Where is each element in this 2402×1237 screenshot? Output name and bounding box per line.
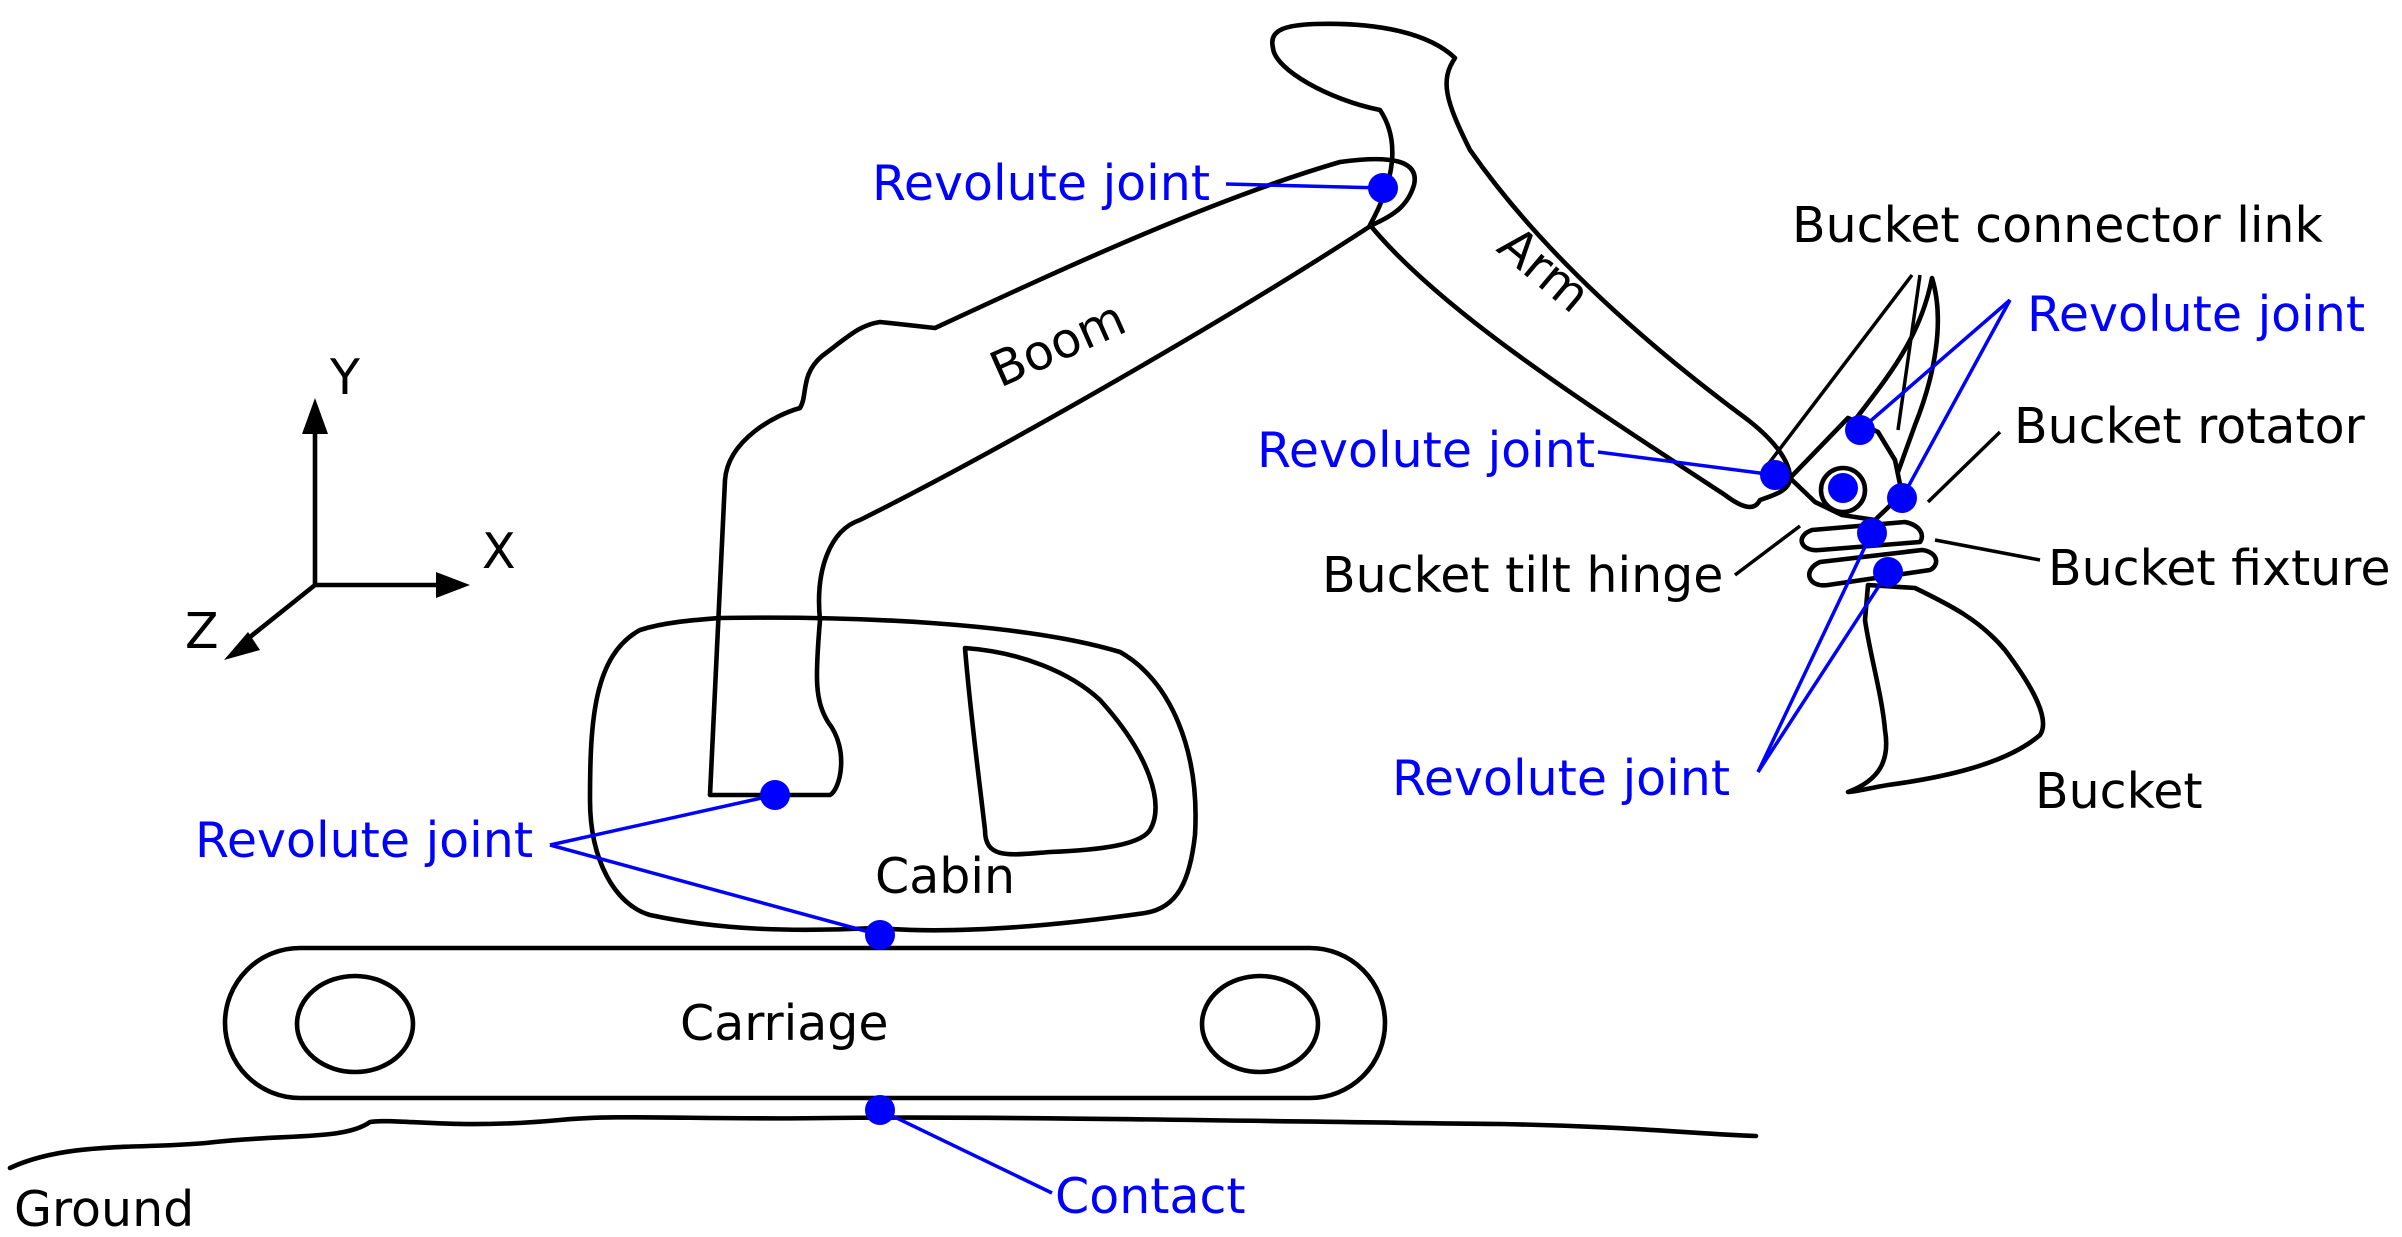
label-carriage: Carriage <box>680 995 889 1052</box>
coordinate-axes: Y X Z <box>185 349 516 660</box>
arm <box>1270 21 1793 510</box>
label-bucket-tilt-hinge: Bucket tilt hinge <box>1322 547 1723 604</box>
label-joint-connector: Revolute joint <box>2027 286 2365 343</box>
joints <box>760 173 1917 1125</box>
joint-hinge <box>1857 518 1887 548</box>
blue-leaders <box>549 182 2012 1195</box>
joint-connector-top <box>1845 415 1875 445</box>
ground-surface <box>7 1114 1759 1171</box>
label-bucket: Bucket <box>2035 763 2203 820</box>
label-joint-lower: Revolute joint <box>1392 750 1730 807</box>
joint-cabin-carriage <box>865 920 895 950</box>
joint-labels: Revolute joint Revolute joint Revolute j… <box>195 155 2365 1225</box>
label-joint-boom-arm: Revolute joint <box>872 155 1210 212</box>
label-ground: Ground <box>14 1181 194 1237</box>
cabin <box>587 615 1198 933</box>
axis-y-label: Y <box>329 349 361 406</box>
label-joint-arm-bucket: Revolute joint <box>1257 422 1595 479</box>
joint-boom-base <box>760 780 790 810</box>
label-joint-contact: Contact <box>1055 1168 1246 1225</box>
part-labels: Boom Arm Cabin Carriage Ground Bucket Bu… <box>14 197 2391 1237</box>
joint-arm-bucket <box>1760 460 1790 490</box>
label-joint-base: Revolute joint <box>195 812 533 869</box>
joint-rotator <box>1828 473 1858 503</box>
boom <box>707 156 1418 798</box>
joint-connector-right <box>1887 483 1917 513</box>
bucket <box>1845 582 2046 795</box>
axis-z-label: Z <box>185 603 219 660</box>
joint-boom-arm <box>1368 173 1398 203</box>
label-arm: Arm <box>1487 216 1601 324</box>
label-bucket-fixture: Bucket fixture <box>2048 540 2391 597</box>
carriage <box>222 945 1388 1101</box>
joint-contact <box>865 1095 895 1125</box>
axis-x-label: X <box>482 523 516 580</box>
label-bucket-connector-link: Bucket connector link <box>1792 197 2323 254</box>
joint-fixture <box>1873 557 1903 587</box>
label-bucket-rotator: Bucket rotator <box>2014 398 2366 455</box>
bucket-fixture <box>1799 519 1939 588</box>
black-leaders <box>1733 273 2041 577</box>
label-cabin: Cabin <box>875 848 1015 905</box>
